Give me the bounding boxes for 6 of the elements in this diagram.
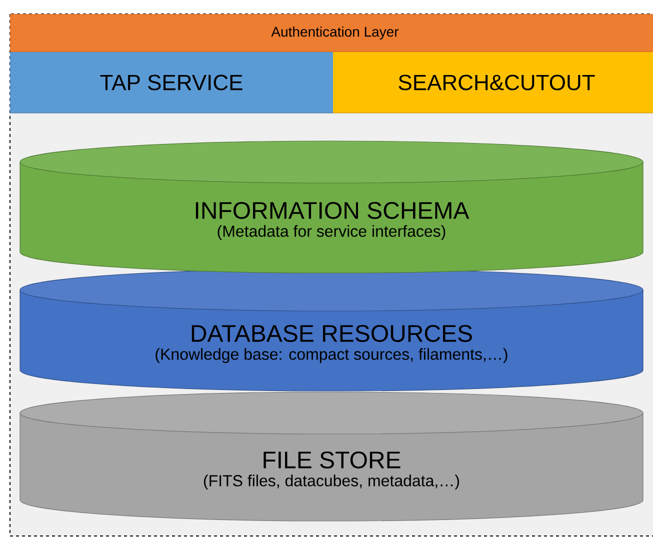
database-cylinder: DATABASE RESOURCES (Knowledge base: compact sources, filaments,…)	[20, 268, 644, 392]
layer-bar: Authentication Layer	[10, 14, 653, 52]
layer-bar: SEARCH&CUTOUT	[332, 52, 653, 114]
layer-bar: TAP SERVICE	[10, 52, 334, 114]
database-cylinder: FILE STORE (FITS files, datacubes, metadata,…)	[20, 392, 644, 522]
database-cylinder: INFORMATION SCHEMA (Metadata for service interfaces)	[20, 140, 644, 274]
